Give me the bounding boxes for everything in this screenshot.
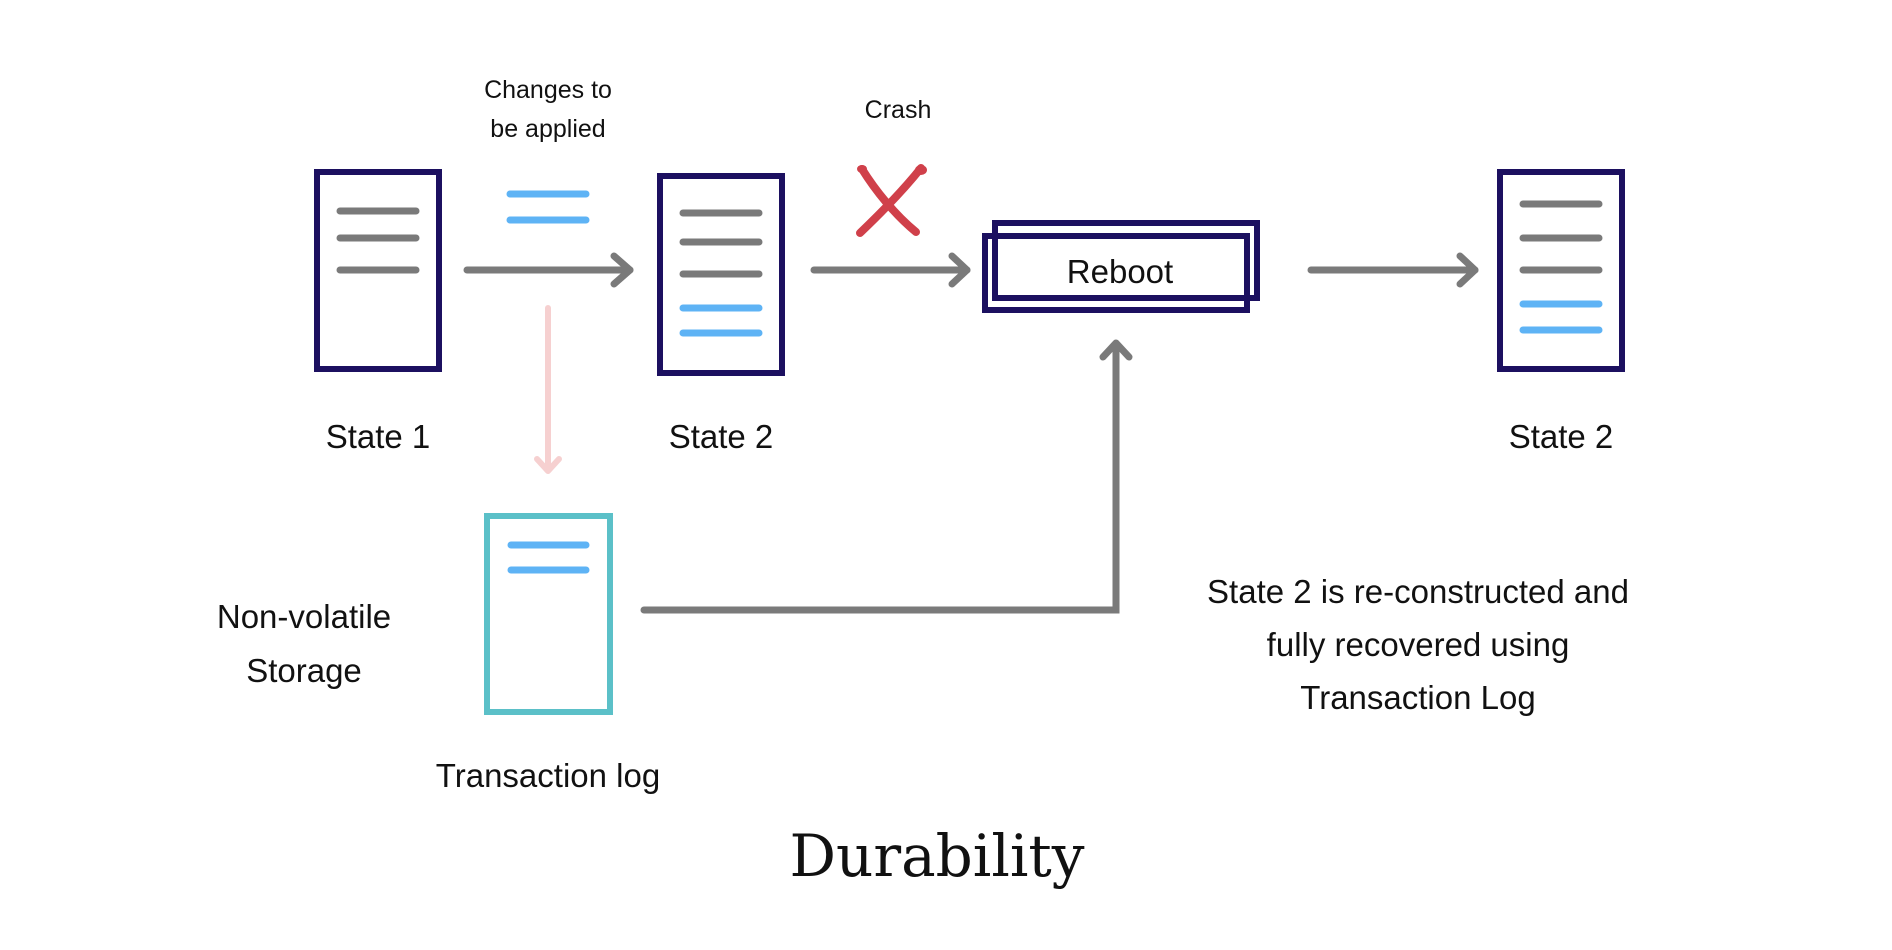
arrow-state2-to-reboot xyxy=(810,252,971,288)
arrow-log-to-reboot xyxy=(640,339,1133,614)
arrow-to-transaction-log xyxy=(534,305,562,474)
state2-final-label: State 2 xyxy=(1509,418,1614,455)
reboot-box: Reboot xyxy=(982,220,1260,313)
crash-x-icon xyxy=(856,164,927,237)
changes-label-line1: Changes to xyxy=(484,76,612,104)
state2-final-document xyxy=(1497,169,1625,372)
arrow-head-icon xyxy=(1099,339,1133,361)
storage-label-line2: Storage xyxy=(246,652,362,689)
state2-label: State 2 xyxy=(669,418,774,455)
arrow-state1-to-state2 xyxy=(463,252,634,288)
crash-stroke-2 xyxy=(856,164,925,237)
state1-document xyxy=(314,169,442,372)
diagram-title: Durability xyxy=(789,822,1084,890)
arrow-reboot-to-state2 xyxy=(1307,252,1479,288)
storage-label-line1: Non-volatile xyxy=(217,598,391,635)
transaction-log-label: Transaction log xyxy=(436,757,660,794)
crash-label: Crash xyxy=(865,96,932,124)
state2-document xyxy=(657,173,785,376)
transaction-log-document xyxy=(484,513,613,715)
recovery-text-line3: Transaction Log xyxy=(1300,679,1535,716)
recovery-text-line1: State 2 is re-constructed and xyxy=(1207,573,1629,610)
changes-icon xyxy=(506,190,590,224)
reboot-fill xyxy=(1000,239,1244,295)
changes-label-line2: be applied xyxy=(490,115,605,143)
arrow-head-icon xyxy=(1456,252,1479,288)
arrow-head-icon xyxy=(610,252,634,288)
transaction-log-box xyxy=(484,513,613,715)
crash-blot-1 xyxy=(915,165,927,175)
recovery-text-line2: fully recovered using xyxy=(1267,626,1570,663)
state1-label: State 1 xyxy=(326,418,431,455)
reboot-front-frame xyxy=(992,220,1260,301)
arrow-shaft xyxy=(640,340,1120,614)
arrow-head-icon xyxy=(948,252,971,288)
arrow-head-icon xyxy=(534,456,562,474)
crash-blot-2 xyxy=(857,165,867,173)
reboot-label: Reboot xyxy=(1067,253,1173,290)
